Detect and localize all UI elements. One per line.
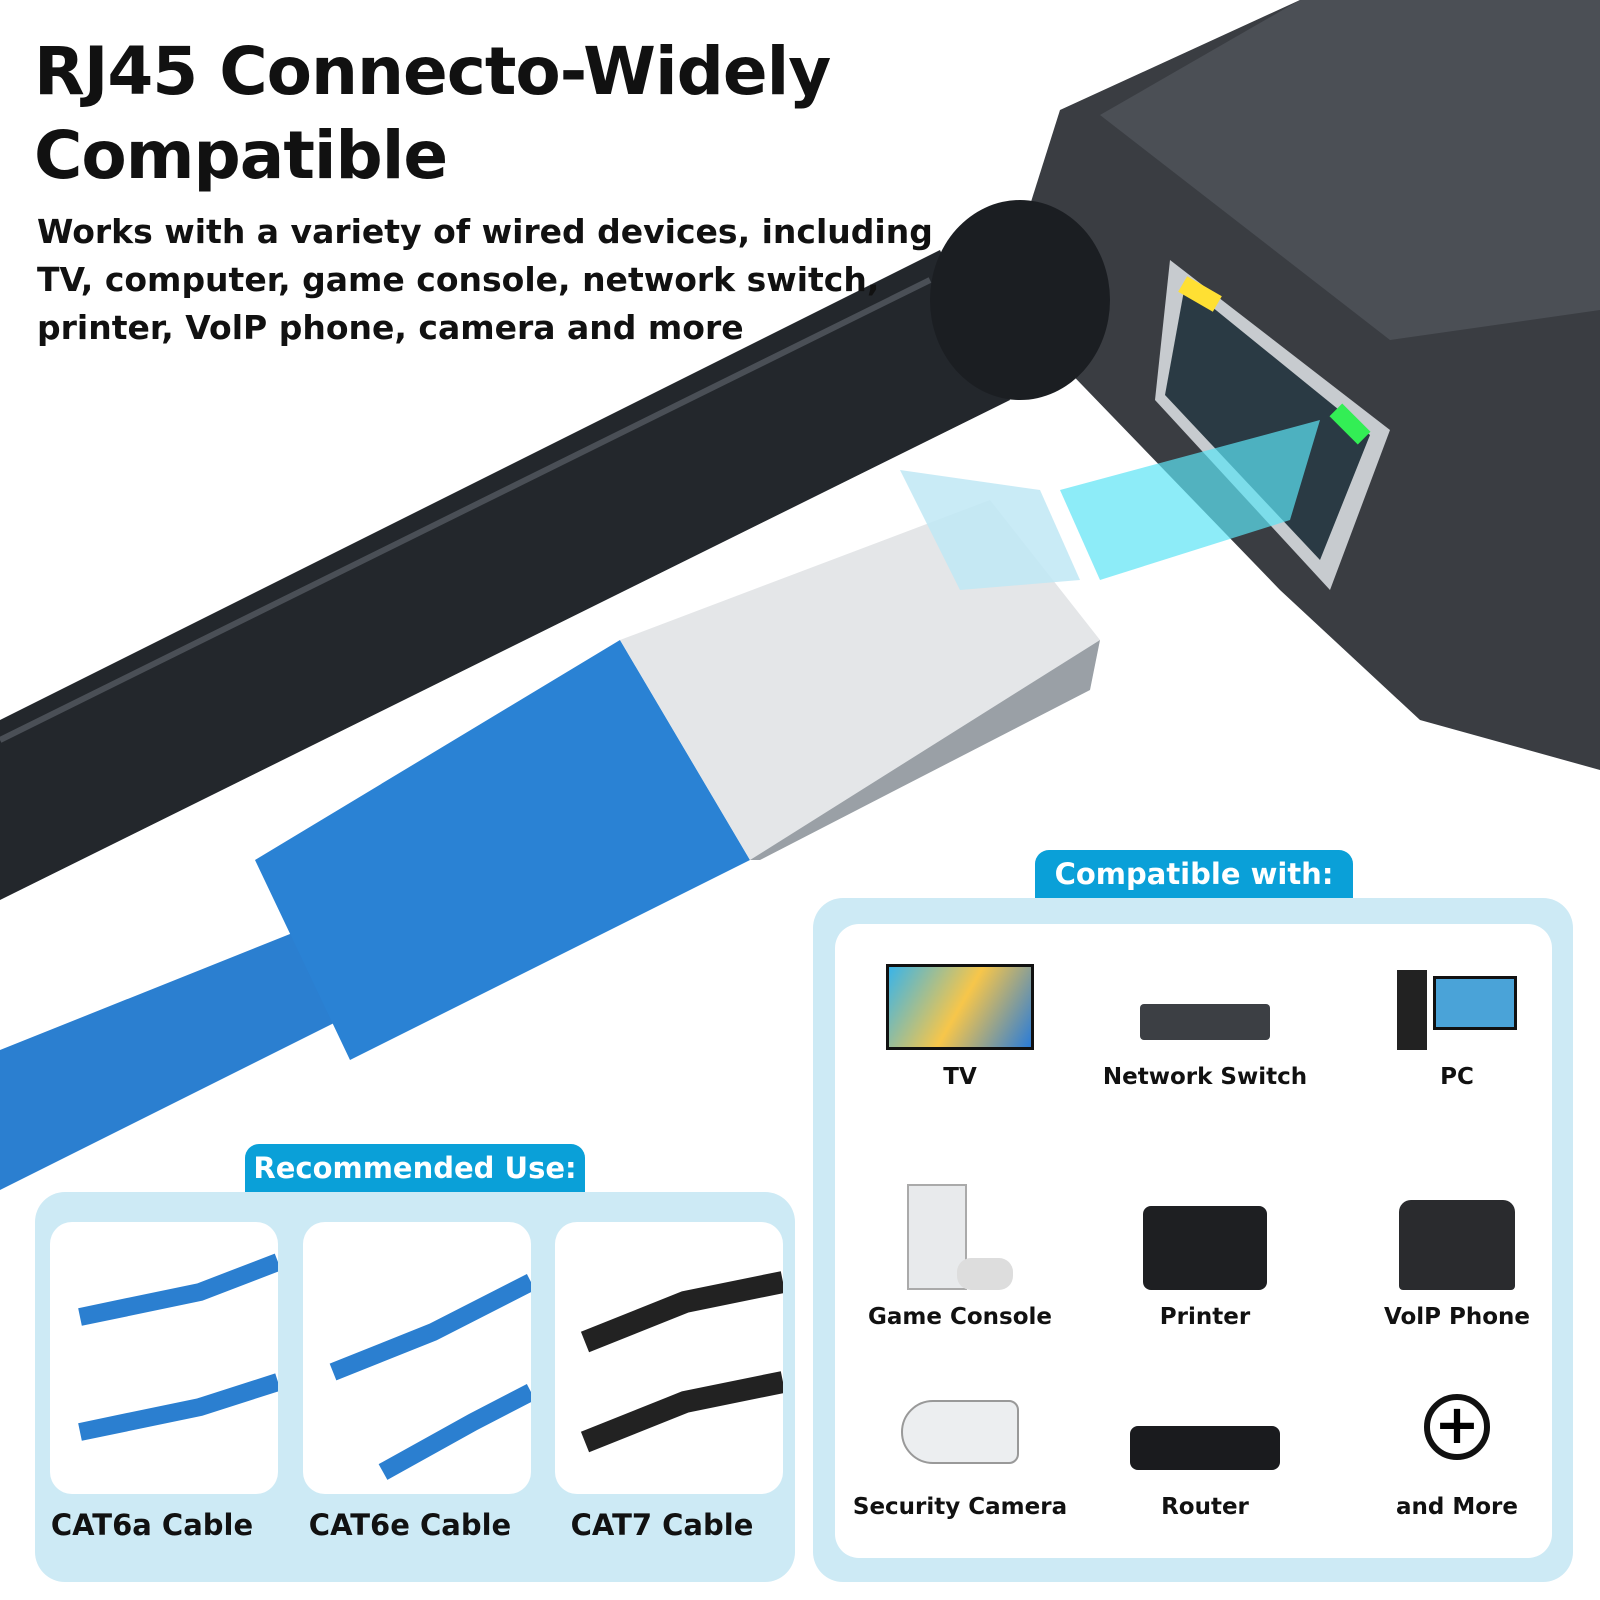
- blue-ethernet-plug: [0, 470, 1100, 1190]
- router-icon: [1075, 1370, 1335, 1480]
- device-and-more: + and More: [1327, 1370, 1587, 1520]
- tv-icon: [830, 940, 1090, 1050]
- device-label: TV: [943, 1064, 977, 1090]
- device-label: VolP Phone: [1383, 1304, 1531, 1330]
- insert-arrow: [1060, 420, 1320, 580]
- game-console-icon: [830, 1180, 1090, 1290]
- product-illustration: [0, 0, 1600, 1190]
- device-label: Game Console: [868, 1304, 1052, 1330]
- device-label: Router: [1161, 1494, 1249, 1520]
- device-router: Router: [1075, 1370, 1335, 1520]
- recommended-header: Recommended Use:: [245, 1144, 585, 1192]
- device-label: Printer: [1159, 1304, 1251, 1330]
- device-label: Security Camera: [852, 1494, 1068, 1520]
- subtitle: Works with a variety of wired devices, i…: [37, 212, 933, 347]
- cat6e-cable-image: [303, 1222, 536, 1494]
- device-tv: TV: [830, 940, 1090, 1090]
- device-label: PC: [1440, 1064, 1474, 1090]
- plus-circle-icon: +: [1327, 1370, 1587, 1480]
- adapter-box: [930, 0, 1600, 770]
- network-switch-icon: [1075, 940, 1335, 1050]
- printer-icon: [1075, 1180, 1335, 1290]
- pc-icon: [1327, 940, 1587, 1050]
- device-pc: PC: [1327, 940, 1587, 1090]
- black-cable: [0, 250, 1010, 900]
- compatible-header: Compatible with:: [1035, 850, 1353, 898]
- device-security-camera: Security Camera: [830, 1370, 1090, 1520]
- cable-label: CAT6a Cable: [50, 1508, 254, 1542]
- device-voip-phone: VolP Phone: [1327, 1180, 1587, 1330]
- cable-label: CAT6e Cable: [308, 1508, 512, 1542]
- page-title: RJ45 Connecto-Widely Compatible: [34, 33, 831, 194]
- device-label: Network Switch: [1102, 1064, 1308, 1090]
- device-printer: Printer: [1075, 1180, 1335, 1330]
- device-network-switch: Network Switch: [1075, 940, 1335, 1090]
- cat6a-cable-image: [50, 1222, 282, 1494]
- device-game-console: Game Console: [830, 1180, 1090, 1330]
- cat7-cable-image: [555, 1222, 786, 1494]
- cable-label: CAT7 Cable: [570, 1508, 754, 1542]
- security-camera-icon: [830, 1370, 1090, 1480]
- voip-phone-icon: [1327, 1180, 1587, 1290]
- device-label: and More: [1396, 1494, 1518, 1520]
